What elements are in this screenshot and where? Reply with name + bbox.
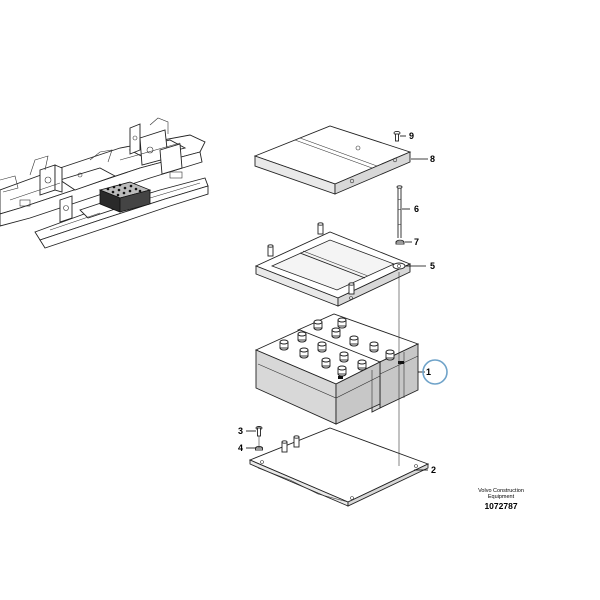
svg-text:4: 4 (238, 443, 243, 453)
callout-1-highlight-circle (422, 359, 448, 385)
base-plate (248, 427, 430, 507)
caption-company-line2: Equipment (487, 494, 515, 500)
svg-text:8: 8 (430, 154, 435, 164)
battery-cover-lid (253, 125, 412, 195)
svg-text:2: 2 (431, 465, 436, 475)
callout-5: 5 (406, 261, 435, 271)
drawing-number: 1072787 (484, 501, 518, 511)
callout-2: 2 (414, 465, 436, 475)
svg-text:9: 9 (409, 131, 414, 141)
svg-text:1: 1 (426, 367, 431, 377)
bolt-9 (393, 130, 401, 142)
washer-7 (395, 239, 405, 245)
battery-pair (254, 313, 420, 425)
callout-7: 7 (405, 237, 419, 247)
callout-8: 8 (411, 154, 435, 164)
callout-4: 4 (238, 443, 255, 453)
callout-1: 1 (418, 359, 448, 385)
bolt-3 (255, 426, 263, 437)
tie-rod-6 (396, 185, 403, 238)
caption-company: Volvo Construction (478, 488, 524, 494)
drawing-caption: Volvo Construction Equipment 1072787 (456, 488, 546, 511)
svg-text:7: 7 (414, 237, 419, 247)
svg-text:6: 6 (414, 204, 419, 214)
svg-text:3: 3 (238, 426, 243, 436)
battery-holding-frame (254, 222, 412, 307)
callout-9: 9 (400, 131, 414, 141)
battery-terminals (279, 317, 395, 377)
svg-text:5: 5 (430, 261, 435, 271)
battery-location-highlight (98, 181, 152, 213)
callout-6: 6 (402, 204, 419, 214)
machine-frame-overview (0, 117, 209, 249)
callout-3: 3 (238, 426, 256, 436)
